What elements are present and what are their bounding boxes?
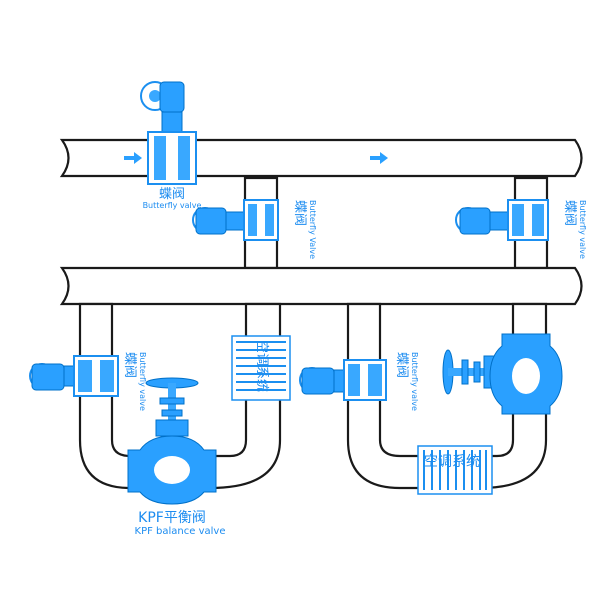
left-loop-valve-label-cn: 蝶阀 bbox=[122, 352, 137, 378]
butterfly-valve-icon bbox=[299, 359, 387, 401]
right-loop-valve-label-cn: 蝶阀 bbox=[394, 352, 409, 378]
lower-header-pipe bbox=[59, 266, 583, 306]
flow-arrow-icon bbox=[370, 152, 388, 164]
butterfly-valve-icon bbox=[140, 81, 197, 185]
butterfly-valve-icon bbox=[455, 199, 549, 241]
balance-valve-icon bbox=[127, 377, 217, 505]
left-u-loop-pipe bbox=[78, 302, 282, 490]
left-branch-valve-label: 蝶阀 Butterfly Valve bbox=[292, 200, 317, 259]
right-branch-valve-label: 蝶阀 Butterfly valve bbox=[562, 200, 587, 259]
left-coil-label: 空调系统 bbox=[254, 340, 269, 392]
top-valve-label-en: Butterfly valve bbox=[143, 201, 202, 210]
coil-icon bbox=[231, 335, 291, 401]
coil-icon bbox=[417, 445, 493, 495]
right-branch-valve-label-en: Butterfly valve bbox=[578, 200, 587, 259]
right-coil-label-cn: 空调系统 bbox=[424, 454, 480, 470]
left-branch-valve-label-cn: 蝶阀 bbox=[292, 200, 307, 226]
kpf-label-cn: KPF平衡阀 bbox=[138, 510, 206, 526]
kpf-label-en: KPF balance valve bbox=[135, 526, 226, 537]
balance-valve-icon bbox=[442, 333, 563, 415]
right-u-loop-pipe bbox=[346, 302, 548, 490]
right-branch-valve-label-cn: 蝶阀 bbox=[562, 200, 577, 226]
butterfly-valve-icon bbox=[192, 199, 279, 241]
flow-arrow-icon bbox=[124, 152, 142, 164]
butterfly-valve-icon bbox=[29, 355, 119, 397]
left-loop-valve-label: 蝶阀 Butterfly valve bbox=[122, 352, 147, 411]
right-loop-valve-label: 蝶阀 Butterfly valve bbox=[394, 352, 419, 411]
right-loop-valve-label-en: Butterfly valve bbox=[410, 352, 419, 411]
left-coil-label-cn: 空调系统 bbox=[254, 340, 269, 392]
left-loop-valve-label-en: Butterfly valve bbox=[138, 352, 147, 411]
left-branch-valve-label-en: Butterfly Valve bbox=[308, 200, 317, 259]
top-valve-label-cn: 蝶阀 bbox=[159, 187, 185, 202]
